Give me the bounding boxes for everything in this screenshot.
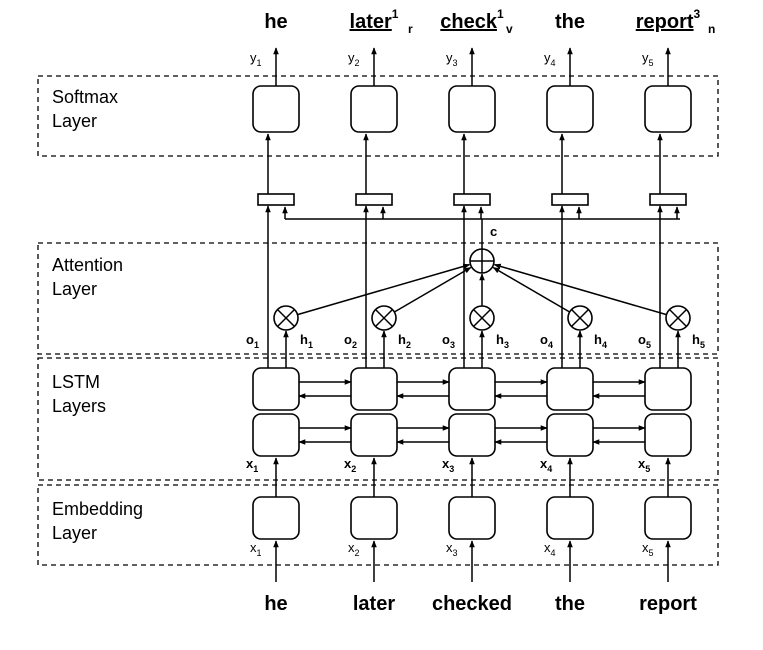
embedding-node-4 (546, 496, 594, 540)
lstm-layer-label-line1: LSTM (52, 372, 100, 392)
attention-sum-arrow-5 (493, 263, 667, 316)
lstm-bottom-node-2 (350, 413, 398, 457)
output-word-2: later1 (350, 7, 399, 33)
concat-node-2 (355, 193, 393, 206)
lstm-bottom-node-5 (644, 413, 692, 457)
lstm-layer-region: LSTM Layers (37, 357, 719, 481)
output-word-3: check1 (440, 7, 504, 33)
h-label-4: h4 (594, 332, 607, 350)
output-word-4: the (555, 11, 585, 33)
input-word-2: later (353, 593, 395, 615)
softmax-node-1 (252, 85, 300, 133)
attention-sum-arrow-4 (492, 266, 571, 313)
embedding-node-2 (350, 496, 398, 540)
lstm-input-label-4: x4 (540, 456, 552, 474)
lstm-top-node-3 (448, 367, 496, 411)
lstm-top-node-2 (350, 367, 398, 411)
softmax-layer-label-line1: Softmax (52, 87, 118, 107)
attention-sum-arrow-1 (297, 263, 471, 316)
concat-node-5 (649, 193, 687, 206)
attention-layer-label-line2: Layer (52, 279, 97, 299)
output-word-5-sense: n (708, 22, 715, 36)
softmax-node-2 (350, 85, 398, 133)
concat-node-1 (257, 193, 295, 206)
h-label-5: h5 (692, 332, 705, 350)
output-word-3-sense: v (506, 22, 513, 36)
embedding-node-1 (252, 496, 300, 540)
concat-node-3 (453, 193, 491, 206)
o-label-5: o5 (638, 332, 651, 350)
softmax-node-3 (448, 85, 496, 133)
lstm-bottom-node-4 (546, 413, 594, 457)
lstm-bottom-node-3 (448, 413, 496, 457)
output-word-5: report3 (636, 7, 701, 33)
y-label-3: y3 (446, 50, 458, 68)
embedding-layer-region: Embedding Layer (37, 484, 719, 566)
input-word-3: checked (432, 593, 512, 615)
h-label-3: h3 (496, 332, 509, 350)
y-label-1: y1 (250, 50, 262, 68)
attention-layer-region: Attention Layer (37, 242, 719, 355)
attention-weight-cross-b-5 (669, 309, 687, 327)
attention-weight-cross-b-3 (473, 309, 491, 327)
y-label-4: y4 (544, 50, 556, 68)
embedding-input-label-1: x1 (250, 540, 262, 558)
embedding-node-3 (448, 496, 496, 540)
context-vector-label: c (490, 224, 497, 239)
lstm-input-label-2: x2 (344, 456, 356, 474)
o-label-3: o3 (442, 332, 455, 350)
output-word-2-sense: r (408, 22, 413, 36)
softmax-layer-label-line2: Layer (52, 111, 97, 131)
attention-weight-cross-b-2 (375, 309, 393, 327)
h-label-1: h1 (300, 332, 313, 350)
lstm-input-label-5: x5 (638, 456, 650, 474)
input-word-1: he (264, 593, 287, 615)
input-word-5: report (639, 593, 697, 615)
lstm-top-node-1 (252, 367, 300, 411)
embedding-layer-label-line2: Layer (52, 523, 97, 543)
lstm-top-node-5 (644, 367, 692, 411)
y-label-5: y5 (642, 50, 654, 68)
lstm-top-node-4 (546, 367, 594, 411)
embedding-input-label-4: x4 (544, 540, 556, 558)
softmax-node-4 (546, 85, 594, 133)
o-label-1: o1 (246, 332, 259, 350)
input-word-4: the (555, 593, 585, 615)
softmax-node-5 (644, 85, 692, 133)
softmax-layer-region: Softmax Layer (37, 75, 719, 157)
y-label-2: y2 (348, 50, 360, 68)
o-label-2: o2 (344, 332, 357, 350)
concat-node-4 (551, 193, 589, 206)
attention-sum-arrow-2 (393, 266, 472, 313)
embedding-input-label-3: x3 (446, 540, 458, 558)
output-word-1: he (264, 11, 287, 33)
attention-weight-cross-b-4 (571, 309, 589, 327)
lstm-input-label-3: x3 (442, 456, 454, 474)
embedding-input-label-2: x2 (348, 540, 360, 558)
o-label-4: o4 (540, 332, 553, 350)
lstm-bottom-node-1 (252, 413, 300, 457)
lstm-input-label-1: x1 (246, 456, 258, 474)
lstm-layer-label-line2: Layers (52, 396, 106, 416)
attention-layer-label-line1: Attention (52, 255, 123, 275)
attention-weight-cross-b-1 (277, 309, 295, 327)
embedding-input-label-5: x5 (642, 540, 654, 558)
embedding-node-5 (644, 496, 692, 540)
embedding-layer-label-line1: Embedding (52, 499, 143, 519)
h-label-2: h2 (398, 332, 411, 350)
